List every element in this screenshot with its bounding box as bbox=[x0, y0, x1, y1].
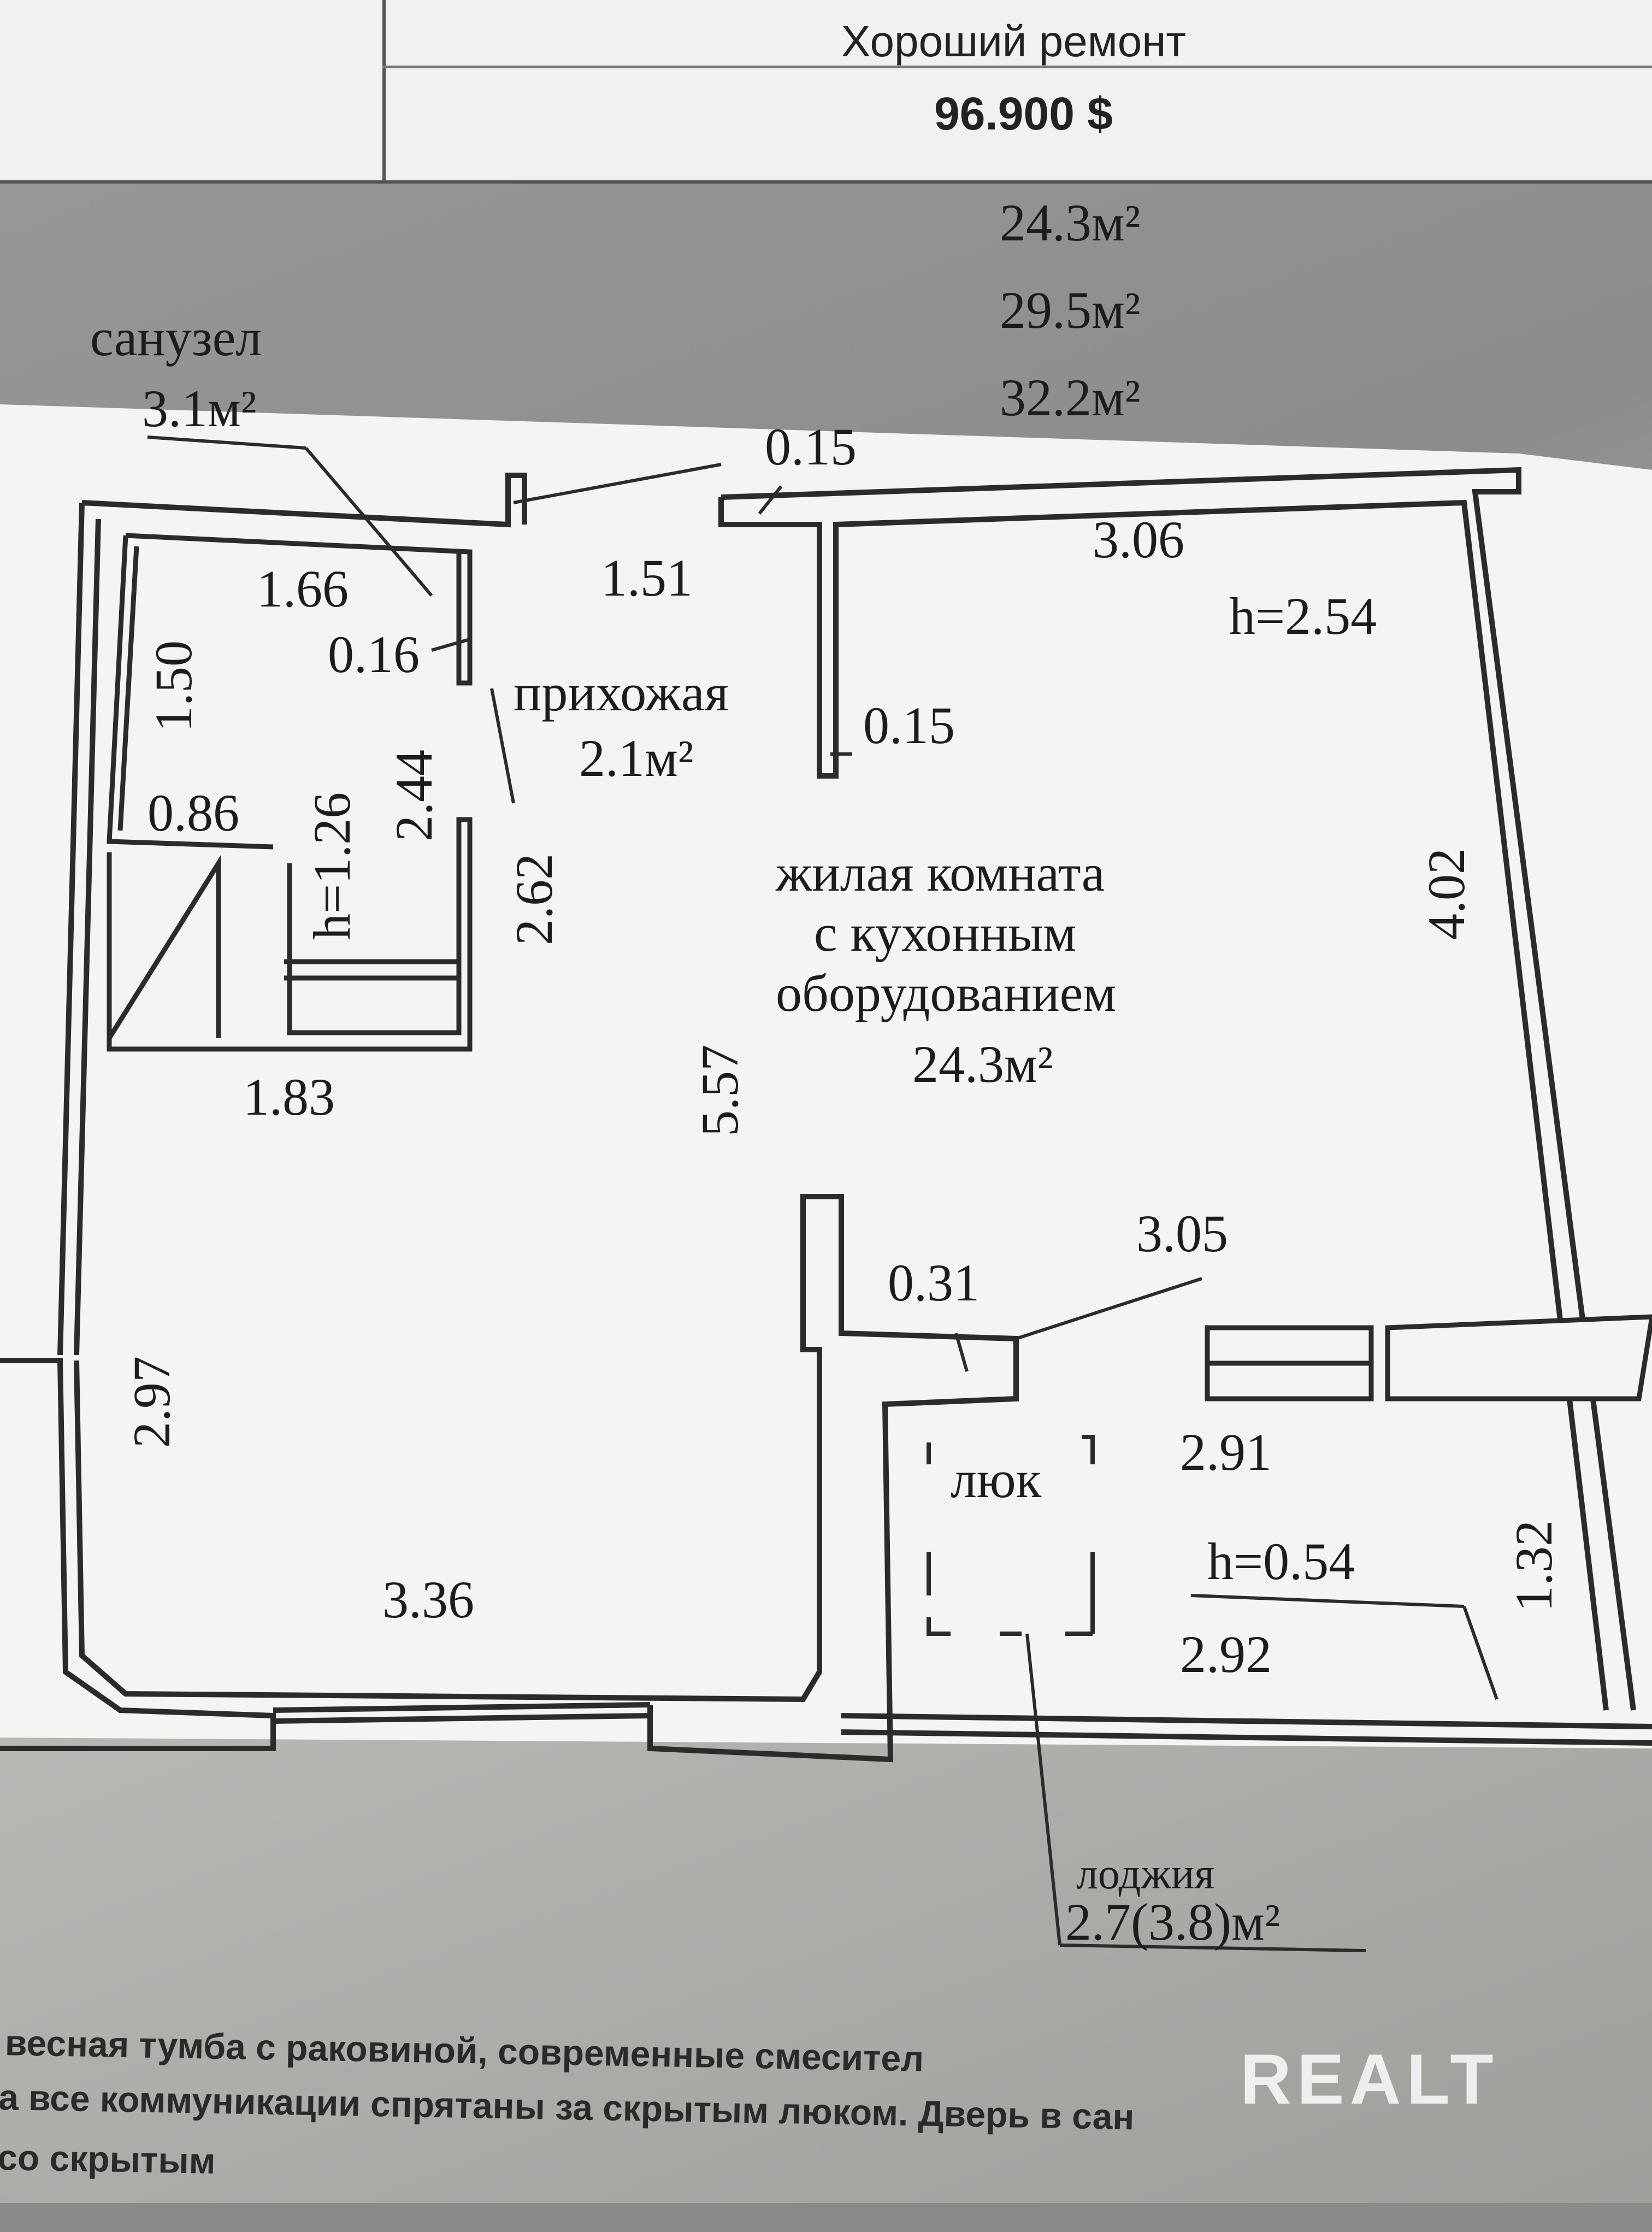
header-table: Хороший ремонт 96.900 $ bbox=[0, 0, 1652, 184]
dim-wall-015-top: 0.15 bbox=[765, 417, 857, 476]
bathroom-walls bbox=[107, 533, 473, 1052]
area-without-loggia: 29.5м² bbox=[1000, 281, 1141, 339]
living-room-name-line2: с кухонным bbox=[814, 904, 1077, 962]
bathroom-name: санузел bbox=[90, 308, 262, 367]
dim-left-297: 2.97 bbox=[122, 1356, 181, 1448]
renovation-label: Хороший ремонт bbox=[841, 17, 1187, 66]
dim-loggia-height: h=0.54 bbox=[1207, 1532, 1355, 1591]
dim-bath-016: 0.16 bbox=[328, 625, 420, 684]
living-room-name-line1: жилая комната bbox=[776, 844, 1105, 902]
table-row-divider bbox=[382, 66, 1652, 68]
dim-room-306: 3.06 bbox=[1093, 510, 1184, 569]
description-line2: а все коммуникации спрятаны за скрытым л… bbox=[0, 2076, 1135, 2137]
hatch-label: люк bbox=[951, 1450, 1042, 1509]
floor-plan bbox=[0, 404, 1652, 1952]
loggia-window bbox=[1205, 1314, 1652, 1401]
leader-lines bbox=[147, 435, 1498, 1952]
hatch-frame bbox=[927, 1435, 1095, 1636]
bathroom-area: 3.1м² bbox=[142, 379, 257, 438]
living-room-name-line3: оборудованием bbox=[776, 964, 1117, 1022]
living-area-total: 24.3м² bbox=[1000, 193, 1141, 252]
dim-bath-244: 2.44 bbox=[385, 750, 443, 841]
dim-hall-262: 2.62 bbox=[505, 853, 563, 945]
dim-bath-086: 0.86 bbox=[148, 784, 239, 842]
dim-bath-166: 1.66 bbox=[257, 560, 349, 618]
dim-loggia-132: 1.32 bbox=[1504, 1520, 1563, 1612]
dim-hall-151: 1.51 bbox=[601, 549, 693, 607]
dim-loggia-291: 2.91 bbox=[1180, 1423, 1272, 1481]
dim-hall-183: 1.83 bbox=[243, 1068, 335, 1126]
dim-wall-015-mid: 0.15 bbox=[863, 696, 955, 755]
dim-room-557: 5.57 bbox=[691, 1045, 749, 1136]
plan-sheet bbox=[0, 404, 1652, 1748]
price: 96.900 $ bbox=[934, 88, 1113, 139]
outer-walls bbox=[0, 467, 1652, 1763]
hallway-name: прихожая bbox=[514, 663, 729, 722]
description-line1: весная тумба с раковиной, современные см… bbox=[4, 2022, 924, 2079]
dim-room-height: h=2.54 bbox=[1229, 587, 1377, 645]
table-divider bbox=[382, 0, 386, 180]
dim-bath-height: h=1.26 bbox=[303, 792, 361, 940]
dim-loggia-292: 2.92 bbox=[1180, 1625, 1272, 1683]
description-line3: со скрытым bbox=[0, 2136, 216, 2181]
realt-watermark-logo: REALT bbox=[1240, 2039, 1499, 2119]
area-total: 32.2м² bbox=[1000, 368, 1141, 427]
loggia-area: 2.7(3.8)м² bbox=[1065, 1893, 1281, 1951]
dim-wall-031: 0.31 bbox=[888, 1253, 980, 1312]
dim-room-305: 3.05 bbox=[1136, 1204, 1228, 1263]
loggia-name: лоджия bbox=[1076, 1850, 1215, 1898]
hallway-area: 2.1м² bbox=[579, 729, 694, 787]
dim-room-402: 4.02 bbox=[1417, 848, 1476, 940]
living-room-area: 24.3м² bbox=[912, 1035, 1053, 1093]
dim-bath-150: 1.50 bbox=[144, 640, 203, 732]
dim-room-336: 3.36 bbox=[382, 1570, 474, 1629]
